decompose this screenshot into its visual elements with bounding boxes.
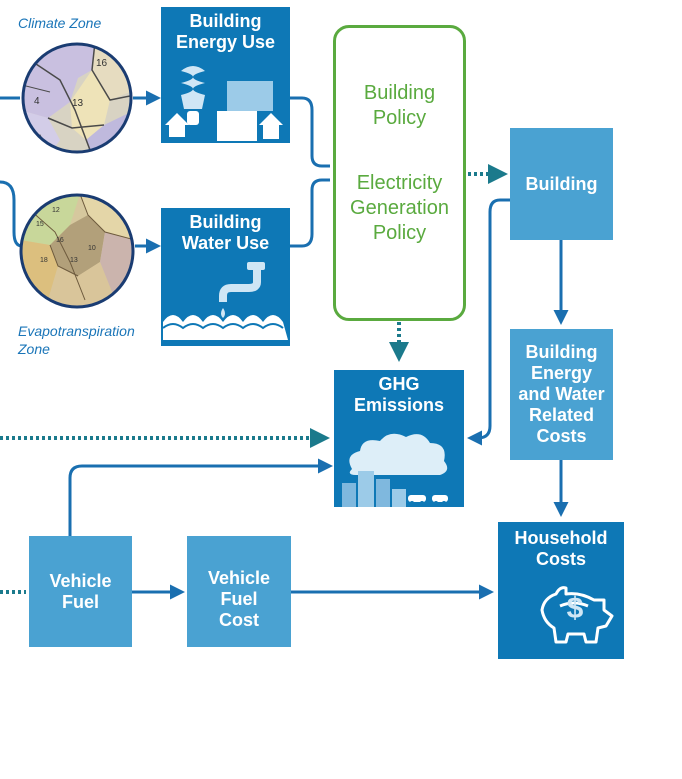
building-costs-line-1: Building — [525, 342, 598, 362]
evapotranspiration-label-line-2: Zone — [18, 341, 50, 357]
line-left-stub-evap — [0, 180, 23, 248]
building-costs-line-5: Costs — [536, 426, 587, 446]
building-water-use-title: Building Water Use — [161, 208, 290, 254]
electricity-policy-line-2: Generation — [350, 197, 449, 219]
climate-zone-map: 16 4 13 — [21, 42, 133, 154]
piggy-bank-icon: $ — [540, 586, 614, 644]
emissions-cloud-icon — [342, 433, 448, 507]
vehicle-fuel-cost-line-1: Vehicle Fuel — [207, 568, 271, 609]
ghg-emissions-box: GHG Emissions — [334, 370, 464, 507]
vehicle-fuel-cost-box: Vehicle Fuel Cost — [187, 536, 291, 647]
evap-map-number-6: 10 — [88, 245, 96, 252]
building-energy-use-box: Building Energy Use — [161, 7, 290, 143]
building-policy-line-1: Building — [363, 82, 436, 104]
building-water-use-line-2: Water Use — [181, 233, 270, 253]
climate-map-number-3: 13 — [72, 98, 84, 109]
building-water-use-line-1: Building — [189, 212, 262, 232]
vehicle-fuel-title: Vehicle Fuel — [49, 570, 112, 612]
line-energy-to-policy — [290, 96, 330, 168]
vehicle-fuel-box: Vehicle Fuel — [29, 536, 132, 647]
climate-map-number-2: 4 — [34, 96, 40, 107]
evap-map-number-1: 12 — [52, 207, 60, 214]
evap-map-number-4: 18 — [40, 257, 48, 264]
dotted-connectors — [0, 164, 508, 594]
evapotranspiration-zone-label: Evapotranspiration Zone — [18, 322, 135, 358]
building-costs-line-4: Related — [528, 405, 595, 425]
dollar-sign-symbol: $ — [567, 592, 584, 625]
line-water-to-policy — [290, 178, 330, 248]
electricity-policy-text: Electricity Generation Policy — [336, 171, 463, 246]
electricity-policy-line-3: Policy — [372, 222, 427, 244]
building-costs-line-3: and Water — [518, 384, 605, 404]
building-title: Building — [525, 173, 598, 194]
evap-map-number-2: 15 — [36, 221, 44, 228]
vehicle-fuel-cost-line-2: Cost — [219, 610, 259, 630]
household-costs-line-2: Costs — [535, 549, 586, 569]
building-water-use-box: Building Water Use — [161, 208, 290, 346]
arrow-building-to-ghg — [467, 198, 510, 446]
household-costs-title: Household Costs — [498, 522, 624, 570]
household-costs-line-1: Household — [514, 528, 608, 548]
policy-box: Building Policy Electricity Generation P… — [333, 25, 466, 321]
arrow-vehicle-to-ghg — [68, 458, 333, 536]
building-policy-text: Building Policy — [336, 81, 463, 131]
evap-map-number-3: 16 — [56, 237, 64, 244]
vehicle-fuel-cost-title: Vehicle Fuel Cost — [187, 536, 291, 631]
evap-map-number-5: 13 — [70, 257, 78, 264]
building-costs-line-2: Energy — [530, 363, 593, 383]
climate-zone-label: Climate Zone — [18, 15, 102, 31]
electricity-policy-line-1: Electricity — [356, 172, 443, 194]
building-energy-water-costs-box: Building Energy and Water Related Costs — [510, 329, 613, 460]
solid-connectors — [0, 96, 569, 600]
ghg-emissions-line-2: Emissions — [353, 395, 445, 415]
evapotranspiration-label-line-1: Evapotranspiration — [18, 323, 135, 339]
ghg-emissions-title: GHG Emissions — [334, 370, 464, 416]
household-costs-box: Household Costs $ — [498, 522, 624, 659]
building-policy-line-2: Policy — [372, 107, 427, 129]
ghg-emissions-line-1: GHG — [378, 374, 420, 394]
building-energy-use-title: Building Energy Use — [161, 7, 290, 53]
building-energy-use-line-1: Building — [189, 11, 262, 31]
climate-map-number-1: 16 — [96, 58, 108, 69]
evapotranspiration-zone-map: 12 15 16 18 13 10 — [19, 193, 135, 309]
building-box: Building — [510, 128, 613, 240]
water-faucet-icon — [162, 262, 288, 340]
energy-buildings-icon — [165, 66, 283, 141]
building-energy-use-line-2: Energy Use — [175, 32, 276, 52]
